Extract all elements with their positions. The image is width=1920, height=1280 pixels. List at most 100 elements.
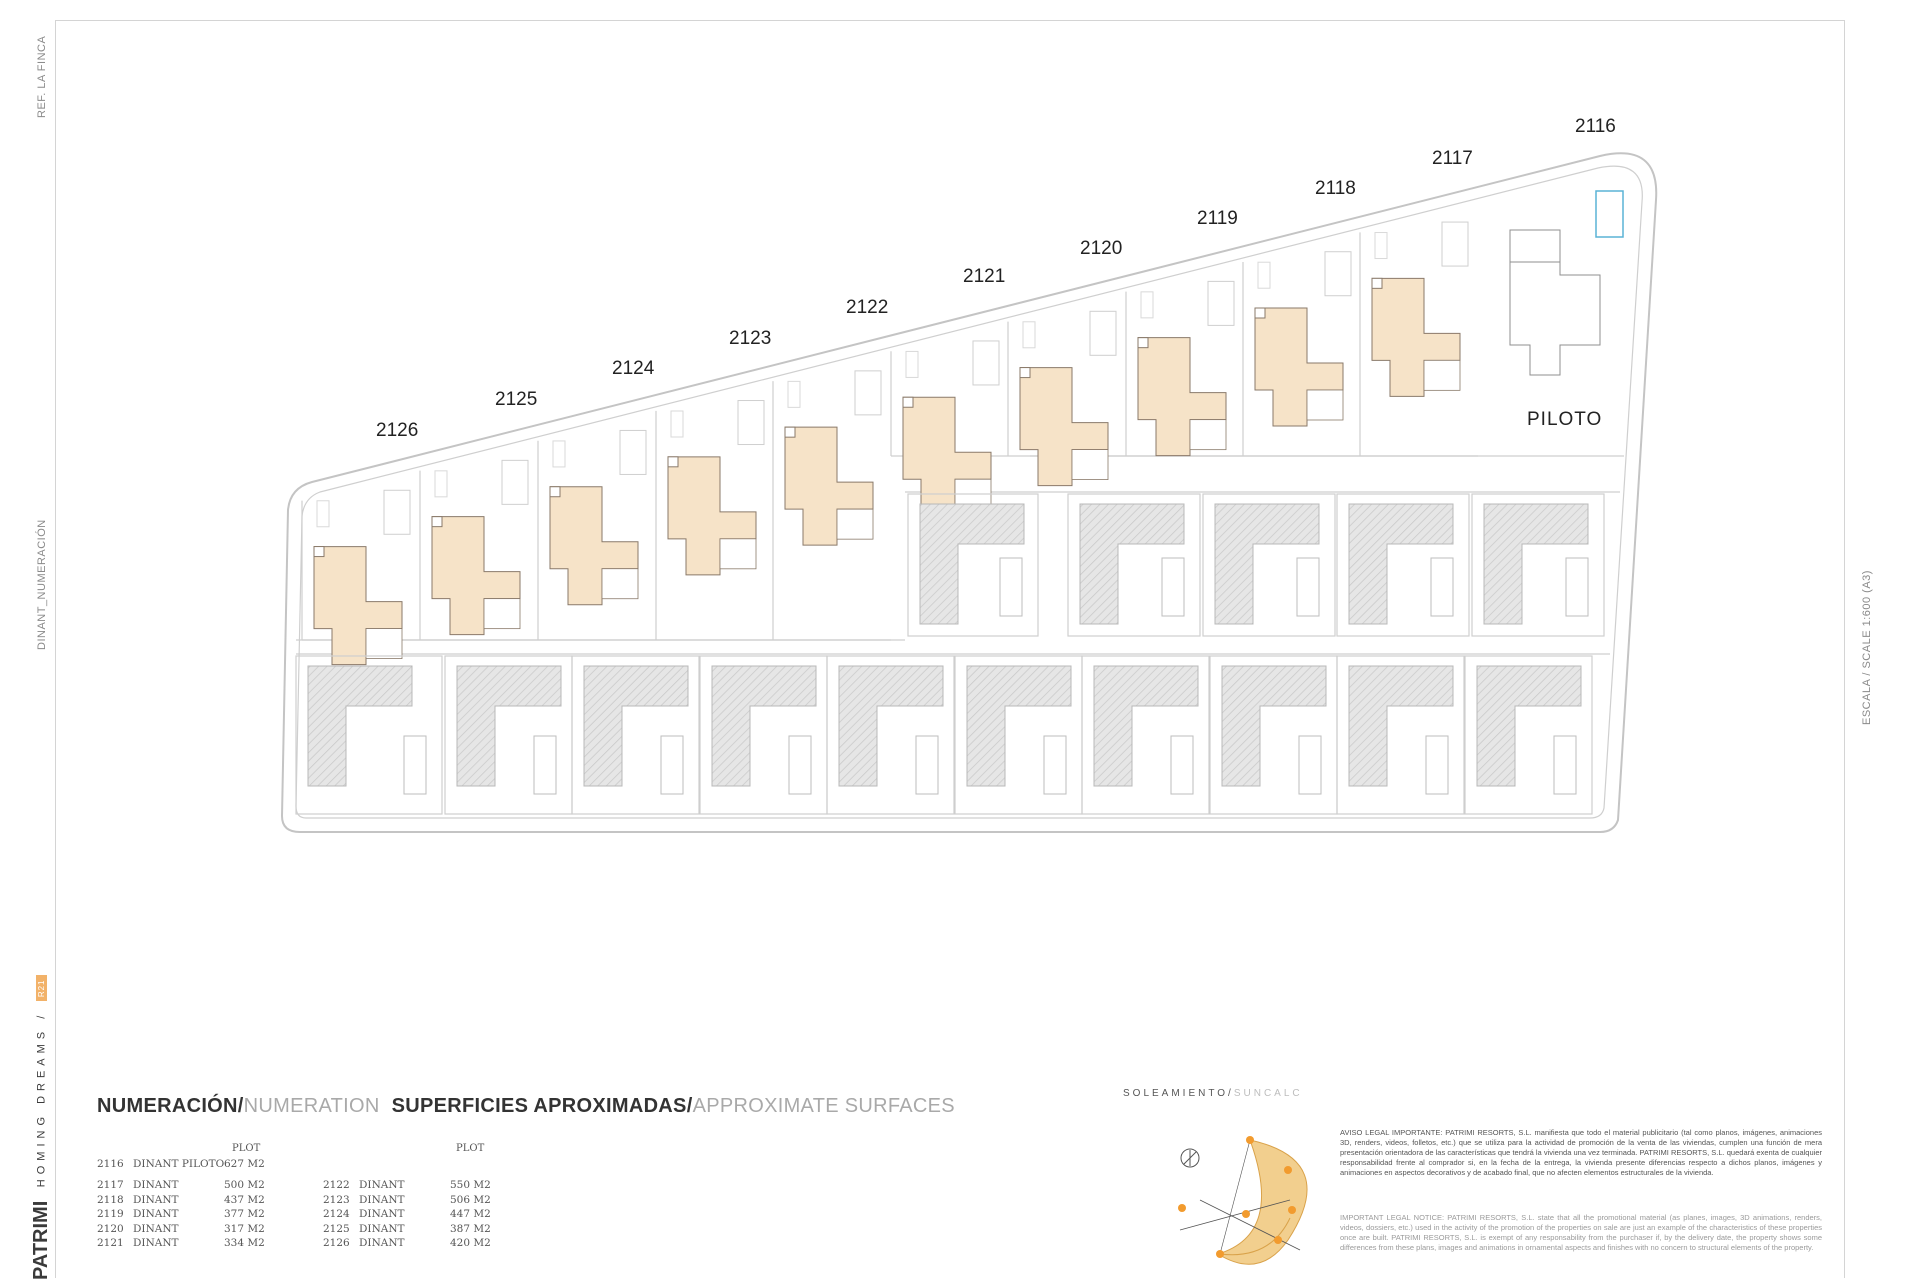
plot-type: DINANT — [133, 1208, 179, 1220]
plot-boundary — [1081, 655, 1210, 815]
plot-2125 — [419, 459, 538, 641]
plot-area: 420 M2 — [450, 1237, 491, 1249]
plot-2119 — [1125, 280, 1243, 457]
plot-header-left: PLOT — [232, 1143, 261, 1154]
suncalc-title-en: SUNCALC — [1233, 1088, 1303, 1099]
existing-plot — [699, 655, 828, 815]
plot-header-right: PLOT — [456, 1143, 485, 1154]
plot-number-label: 2116 — [1575, 116, 1616, 137]
plot-number-label: 2121 — [963, 266, 1005, 287]
existing-plots — [295, 493, 1605, 815]
plot-type: DINANT — [359, 1237, 405, 1249]
pool-outline — [1207, 280, 1235, 326]
piloto-house-footprint — [1509, 229, 1601, 376]
plot-boundary — [1202, 493, 1336, 637]
terrace-outline — [601, 568, 639, 600]
plot-type: DINANT — [133, 1179, 179, 1191]
plot-number: 2123 — [323, 1193, 350, 1206]
plot-number-label: 2125 — [495, 389, 537, 410]
existing-plot — [954, 655, 1083, 815]
plot-number-label: 2119 — [1197, 208, 1238, 229]
house-corner — [784, 426, 796, 438]
plot-boundary — [537, 440, 656, 641]
existing-plot — [444, 655, 573, 815]
existing-plot — [1067, 493, 1201, 637]
plot-boundary — [571, 655, 700, 815]
existing-plot — [1471, 493, 1605, 637]
sun-points — [1178, 1136, 1296, 1258]
pool-outline — [403, 735, 427, 795]
pool-outline — [999, 557, 1023, 617]
pool-outline — [1089, 310, 1117, 356]
plot-number: 2118 — [97, 1193, 124, 1206]
legend-subtitle-en: APPROXIMATE SURFACES — [692, 1095, 955, 1117]
pool-outline — [1553, 735, 1577, 795]
plot-number-label: 2124 — [612, 358, 655, 379]
house-corner — [313, 546, 325, 558]
suncalc-title-es: SOLEAMIENTO/ — [1123, 1088, 1234, 1099]
existing-building — [1348, 665, 1454, 787]
plot-number: 2116 — [97, 1158, 124, 1170]
plot-type: DINANT — [133, 1237, 179, 1249]
plot-area: 500 M2 — [224, 1179, 265, 1191]
suncalc-title: SOLEAMIENTO/SUNCALC — [1123, 1088, 1303, 1099]
existing-plot — [1202, 493, 1336, 637]
existing-building — [1476, 665, 1582, 787]
existing-building — [1079, 503, 1185, 625]
pool-outline — [1296, 557, 1320, 617]
existing-building — [1348, 503, 1454, 625]
pool-outline — [1170, 735, 1194, 795]
existing-building — [1483, 503, 1589, 625]
plot-number: 2121 — [97, 1237, 124, 1249]
pool-outline — [854, 370, 882, 416]
pool-outline — [737, 400, 765, 446]
pool-outline — [1043, 735, 1067, 795]
plot-type: DINANT — [359, 1208, 405, 1220]
shed-outline — [787, 380, 801, 408]
plot-number: 2126 — [323, 1237, 350, 1249]
plot-2122 — [772, 370, 891, 641]
plot-number: 2124 — [323, 1208, 350, 1220]
plot-area: 377 M2 — [224, 1208, 265, 1220]
house-corner — [1254, 307, 1266, 319]
plot-number: 2119 — [97, 1208, 124, 1220]
existing-building — [966, 665, 1072, 787]
shed-outline — [905, 350, 919, 378]
plot-type: DINANT — [133, 1193, 179, 1206]
pool-outline — [1565, 557, 1589, 617]
pool-outline — [383, 489, 411, 535]
existing-building — [456, 665, 562, 787]
plot-area: 317 M2 — [224, 1222, 265, 1235]
plot-numbers: 2116211721182119212021212122212321242125… — [376, 116, 1616, 441]
plot-number: 2117 — [97, 1179, 124, 1191]
plot-number: 2125 — [323, 1222, 350, 1235]
terrace-outline — [1423, 359, 1461, 391]
terrace-outline — [1071, 449, 1109, 480]
existing-plot — [571, 655, 700, 815]
legend-title-en: NUMERATION — [243, 1095, 380, 1117]
house-corner — [667, 456, 679, 468]
plot-2121 — [890, 340, 1008, 516]
plot-number: 2122 — [323, 1179, 350, 1191]
plot-type: DINANT — [359, 1193, 405, 1206]
piloto-label: PILOTO — [1527, 409, 1602, 430]
plot-2124 — [537, 429, 656, 641]
shed-outline — [316, 500, 330, 528]
pool-outline — [1430, 557, 1454, 617]
existing-building — [307, 665, 413, 787]
plot-boundary — [295, 655, 443, 815]
pool-outline — [501, 459, 529, 505]
site-outline — [280, 152, 1658, 833]
plot-area: 437 M2 — [224, 1193, 265, 1206]
pool-outline — [1161, 557, 1185, 617]
pool-outline — [660, 735, 684, 795]
plot-number-label: 2118 — [1315, 178, 1356, 199]
legal-notice-en: IMPORTANT LEGAL NOTICE: PATRIMI RESORTS,… — [1340, 1213, 1822, 1252]
